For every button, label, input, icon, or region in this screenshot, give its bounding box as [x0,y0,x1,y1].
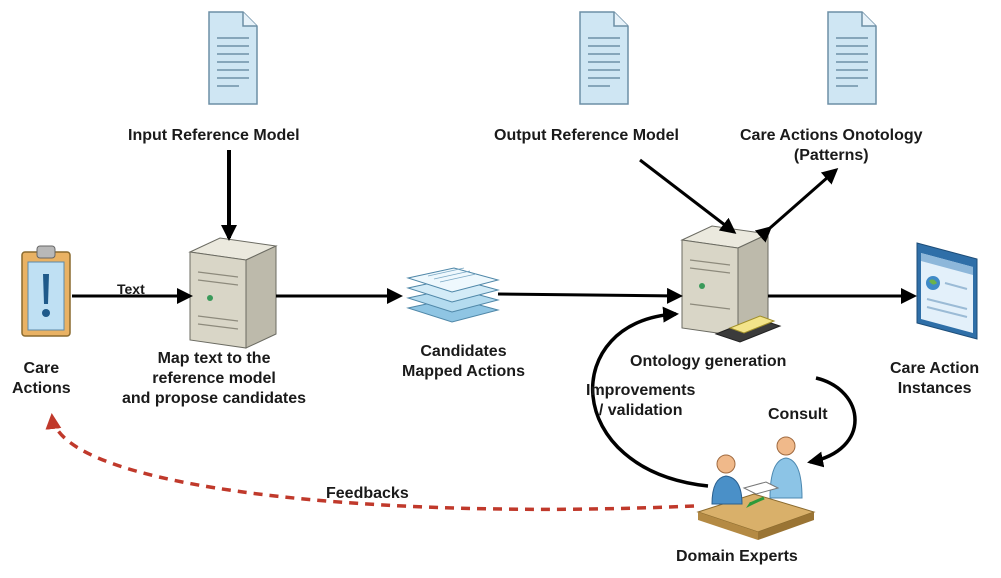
arrow-improvements-loop [590,306,709,488]
browser-window-icon [916,242,978,340]
candidates-label: Candidates Mapped Actions [402,342,525,382]
care-actions-ontology-label: Care Actions Onotology (Patterns) [740,126,923,166]
arrow-consult-loop [807,376,857,468]
map-text-line-3: and propose candidates [122,390,307,407]
feedbacks-label: Feedbacks [326,485,409,502]
candidates-stack-icon [406,267,500,323]
input-reference-model-label: Input Reference Model [128,127,300,144]
consult-label: Consult [768,406,828,423]
printer-icon [714,315,782,343]
text-edge-label: Text [117,281,145,297]
care-action-instances-label: Care Action Instances [890,359,979,399]
care-actions-ontology-line-1: Care Actions Onotology [740,127,923,144]
care-action-instances-line-1: Care Action [890,360,980,377]
output-reference-model-label: Output Reference Model [494,127,679,144]
improvements-label: Improvements / validation [586,381,695,421]
improvements-line-1: Improvements [586,382,696,399]
care-actions-ontology-line-2: (Patterns) [793,147,869,164]
improvements-line-2: / validation [598,402,683,419]
ontology-server-icon [680,225,770,337]
clipboard-icon [21,245,71,337]
arrow-ontology-pattern-bidirectional [754,168,839,243]
mapping-server-icon [188,237,278,349]
arrow-output-model-to-ontology [639,158,737,234]
map-text-line-1: Map text to the [157,350,271,367]
candidates-line-1: Candidates [420,343,507,360]
candidates-line-2: Mapped Actions [402,363,525,380]
arrow-candidates-to-ontology [497,287,683,304]
ontology-generation-label: Ontology generation [630,353,787,370]
output-document-icon [579,11,629,105]
care-actions-line-1: Care [23,360,60,377]
care-actions-label: Care Actions [12,359,71,399]
map-text-line-2: reference model [152,370,276,387]
domain-experts-label: Domain Experts [676,548,798,565]
domain-experts-icon [696,436,816,540]
ontology-document-icon [827,11,877,105]
arrow-feedbacks [45,413,695,512]
input-document-icon [208,11,258,105]
map-text-label: Map text to the reference model and prop… [122,349,306,409]
care-action-instances-line-2: Instances [897,380,972,397]
care-actions-line-2: Actions [12,380,71,397]
